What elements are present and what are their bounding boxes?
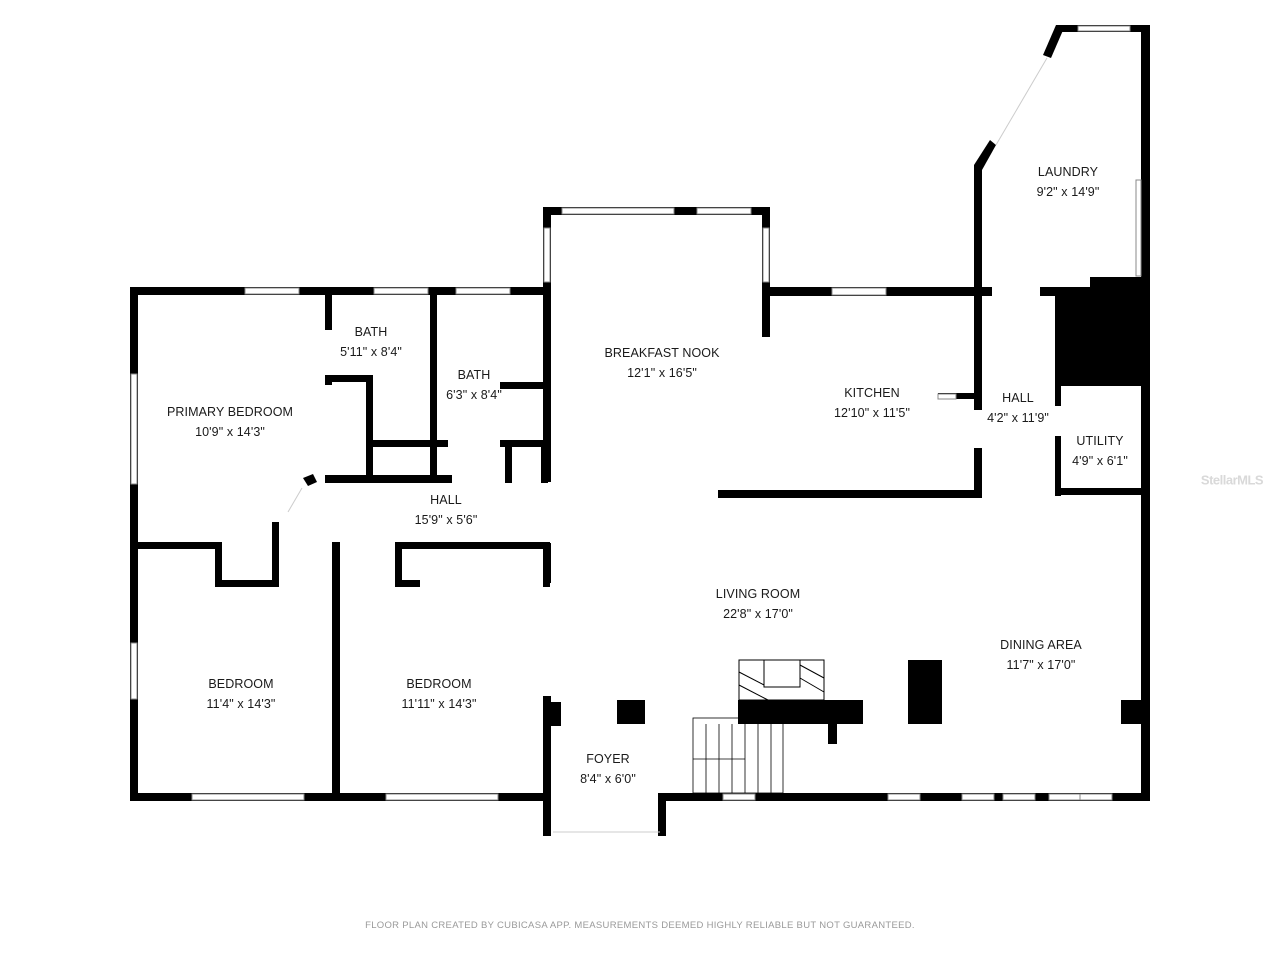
room-name: UTILITY <box>1076 434 1124 448</box>
room-name: LAUNDRY <box>1037 165 1099 179</box>
room-dimensions: 4'9" x 6'1" <box>1072 454 1128 468</box>
room-label-laundry: LAUNDRY 9'2" x 14'9" <box>1037 162 1100 202</box>
room-label-living-room: LIVING ROOM 22'8" x 17'0" <box>716 584 800 624</box>
room-name: BREAKFAST NOOK <box>604 346 720 360</box>
room-dimensions: 5'11" x 8'4" <box>340 345 402 359</box>
room-label-bath: BATH 5'11" x 8'4" <box>340 322 402 362</box>
room-name: HALL <box>430 493 462 507</box>
room-name: HALL <box>1002 391 1034 405</box>
room-label-bedroom: BEDROOM 11'4" x 14'3" <box>207 674 276 714</box>
room-dimensions: 12'10" x 11'5" <box>834 406 910 420</box>
room-name: PRIMARY BEDROOM <box>166 405 294 419</box>
room-name: BEDROOM <box>406 677 472 691</box>
room-label-breakfast-nook: BREAKFAST NOOK 12'1" x 16'5" <box>604 343 719 383</box>
room-dimensions: 12'1" x 16'5" <box>627 366 697 380</box>
room-name: FOYER <box>586 752 630 766</box>
room-dimensions: 11'4" x 14'3" <box>206 697 276 711</box>
room-label-bath: BATH 6'3" x 8'4" <box>446 365 502 405</box>
room-label-hall: HALL 15'9" x 5'6" <box>415 490 478 530</box>
room-name: LIVING ROOM <box>715 587 801 601</box>
room-name: BEDROOM <box>208 677 274 691</box>
room-name: BATH <box>457 368 491 382</box>
room-dimensions: 8'4" x 6'0" <box>580 772 636 786</box>
room-label-kitchen: KITCHEN 12'10" x 11'5" <box>834 383 910 423</box>
room-dimensions: 11'11" x 14'3" <box>401 697 477 711</box>
room-label-primary-bedroom: PRIMARY BEDROOM 10'9" x 14'3" <box>167 402 293 442</box>
stairs <box>692 717 784 794</box>
room-dimensions: 11'7" x 17'0" <box>1006 658 1076 672</box>
room-dimensions: 4'2" x 11'9" <box>987 411 1049 425</box>
fireplace <box>738 659 825 701</box>
room-label-utility: UTILITY 4'9" x 6'1" <box>1072 431 1128 471</box>
room-label-dining-area: DINING AREA 11'7" x 17'0" <box>1000 635 1082 675</box>
windows <box>130 25 1142 801</box>
mls-watermark: StellarMLS <box>1200 472 1264 488</box>
room-label-hall: HALL 4'2" x 11'9" <box>987 388 1049 428</box>
disclaimer-footer: FLOOR PLAN CREATED BY CUBICASA APP. MEAS… <box>365 920 915 931</box>
room-dimensions: 10'9" x 14'3" <box>195 425 265 439</box>
room-dimensions: 22'8" x 17'0" <box>723 607 793 621</box>
room-dimensions: 15'9" x 5'6" <box>414 513 478 527</box>
room-dimensions: 6'3" x 8'4" <box>446 388 502 402</box>
room-name: BATH <box>354 325 388 339</box>
room-name: KITCHEN <box>844 386 900 400</box>
room-dimensions: 9'2" x 14'9" <box>1036 185 1100 199</box>
room-label-foyer: FOYER 8'4" x 6'0" <box>580 749 636 789</box>
room-name: DINING AREA <box>1000 638 1082 652</box>
room-label-bedroom: BEDROOM 11'11" x 14'3" <box>401 674 476 714</box>
